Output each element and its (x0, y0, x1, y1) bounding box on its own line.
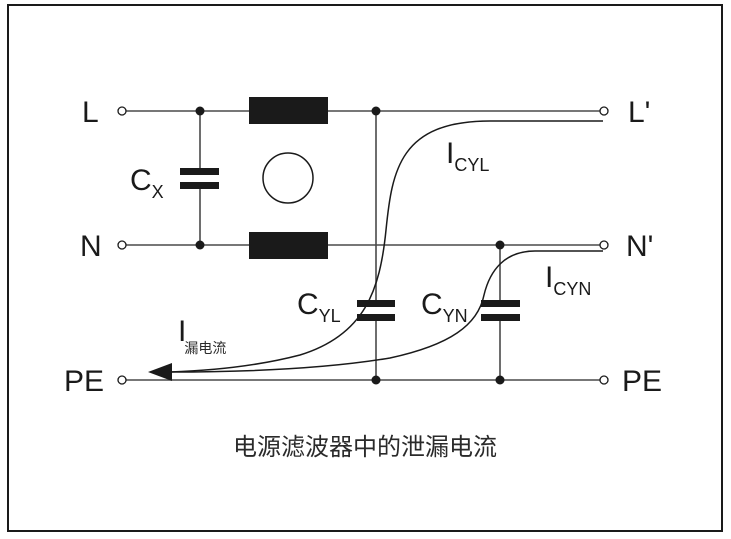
choke-winding-N (249, 232, 328, 259)
label-icyn: ICYN (545, 261, 591, 299)
junction-dot (195, 106, 205, 116)
junction-dot (195, 240, 205, 250)
current-path-icyl (169, 120, 603, 373)
terminal-L-in (117, 106, 127, 116)
choke-core-icon (262, 152, 314, 204)
capacitor-cyn-plate-bottom (481, 314, 520, 321)
capacitor-cyl-plate-top (357, 300, 395, 307)
terminal-PE-in (117, 375, 127, 385)
capacitor-cx-plate-bottom (180, 182, 219, 189)
junction-dot (495, 375, 505, 385)
label-L: L (82, 96, 99, 129)
terminal-N-in (117, 240, 127, 250)
terminal-L-out (599, 106, 609, 116)
diagram-caption: 电源滤波器中的泄漏电流 (233, 433, 497, 461)
label-PE-left: PE (64, 365, 104, 398)
capacitor-cx-plate-top (180, 168, 219, 175)
label-PE-right: PE (622, 365, 662, 398)
current-path-icyn (169, 250, 603, 373)
leakage-arrow-icon (148, 363, 172, 381)
label-L-out: L' (628, 96, 650, 129)
label-N-out: N' (626, 230, 653, 263)
terminal-N-out (599, 240, 609, 250)
choke-winding-L (249, 97, 328, 124)
junction-dot (371, 375, 381, 385)
diagram-frame (7, 4, 723, 532)
label-N: N (80, 230, 102, 263)
capacitor-cyl-plate-bottom (357, 314, 395, 321)
terminal-PE-out (599, 375, 609, 385)
capacitor-cyn-plate-top (481, 300, 520, 307)
label-cyl: CYL (297, 288, 341, 326)
label-icyl: ICYL (446, 137, 489, 175)
label-cyn: CYN (421, 288, 468, 326)
junction-dot (371, 106, 381, 116)
label-cx: CX (130, 164, 164, 202)
junction-dot (495, 240, 505, 250)
